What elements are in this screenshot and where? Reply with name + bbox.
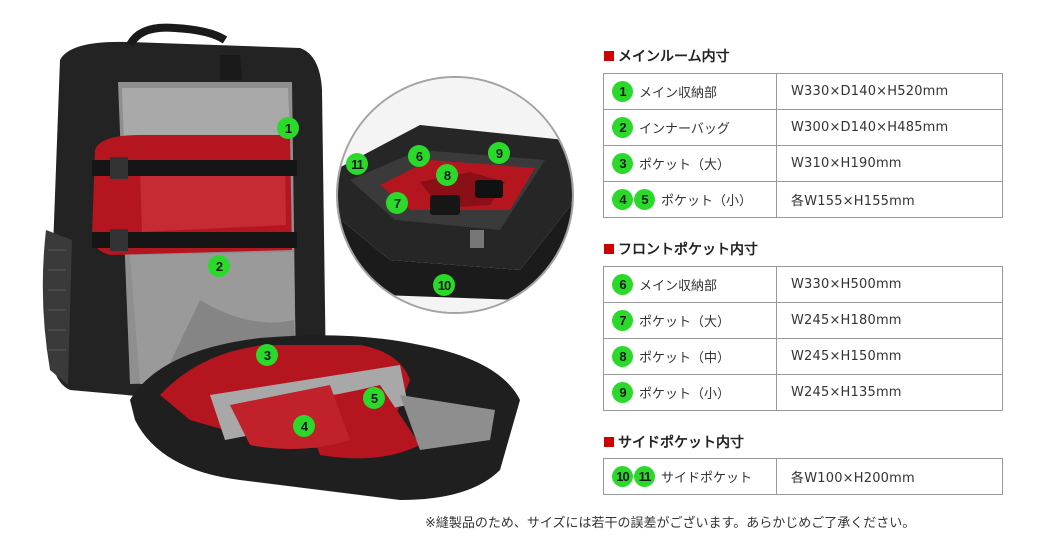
photo-marker-1: 1 — [277, 117, 299, 139]
row-label: ポケット（大） — [639, 315, 731, 330]
red-square-icon — [604, 437, 614, 447]
marker-badge: 8 — [612, 346, 633, 367]
section-title-main-room: メインルーム内寸 — [604, 46, 730, 66]
spec-table-main-room: 1 メイン収納部 W330×D140×H520mm 2 インナーバッグ W300… — [603, 73, 1003, 218]
photo-marker-3: 3 — [256, 344, 278, 366]
spec-table-front-pocket: 6 メイン収納部 W330×H500mm 7 ポケット（大） W245×H180… — [603, 266, 1003, 411]
row-value: W300×D140×H485mm — [776, 109, 1003, 146]
row-label: ポケット（小） — [661, 194, 753, 209]
photo-marker-7: 7 — [386, 192, 408, 214]
row-label: メイン収納部 — [639, 86, 718, 101]
row-value: W310×H190mm — [776, 145, 1003, 182]
table-row: 3 ポケット（大） W310×H190mm — [603, 145, 1003, 182]
table-row: 9 ポケット（小） W245×H135mm — [603, 374, 1003, 411]
table-row: 8 ポケット（中） W245×H150mm — [603, 338, 1003, 375]
marker-badge: 7 — [612, 310, 633, 331]
row-label: サイドポケット — [661, 471, 753, 486]
photo-marker-5: 5 — [363, 387, 385, 409]
marker-badge: 4 — [612, 189, 633, 210]
row-value: W245×H135mm — [776, 374, 1003, 411]
section-title-text: サイドポケット内寸 — [618, 435, 744, 451]
table-row: 7 ポケット（大） W245×H180mm — [603, 302, 1003, 339]
row-label: ポケット（小） — [639, 387, 731, 402]
marker-badge: 11 — [634, 466, 655, 487]
row-value: W245×H180mm — [776, 302, 1003, 339]
photo-marker-6: 6 — [408, 145, 430, 167]
section-title-front-pocket: フロントポケット内寸 — [604, 239, 758, 259]
section-title-side-pocket: サイドポケット内寸 — [604, 432, 744, 452]
marker-badge: 2 — [612, 117, 633, 138]
marker-badge: 10 — [612, 466, 633, 487]
photo-marker-4: 4 — [293, 415, 315, 437]
table-row: 2 インナーバッグ W300×D140×H485mm — [603, 109, 1003, 146]
marker-badge: 3 — [612, 153, 633, 174]
row-value: 各W155×H155mm — [776, 181, 1003, 218]
row-value: W330×D140×H520mm — [776, 73, 1003, 110]
table-row: 6 メイン収納部 W330×H500mm — [603, 266, 1003, 303]
table-row: 1 メイン収納部 W330×D140×H520mm — [603, 73, 1003, 110]
table-row: 10 11 サイドポケット 各W100×H200mm — [603, 458, 1003, 495]
red-square-icon — [604, 244, 614, 254]
spec-table-side-pocket: 10 11 サイドポケット 各W100×H200mm — [603, 458, 1003, 495]
marker-badge: 9 — [612, 382, 633, 403]
marker-badge: 1 — [612, 81, 633, 102]
marker-badge: 6 — [612, 274, 633, 295]
section-title-text: フロントポケット内寸 — [618, 242, 758, 258]
product-photo: 1 2 3 4 5 6 7 8 9 10 11 — [42, 23, 574, 500]
table-row: 4 5 ポケット（小） 各W155×H155mm — [603, 181, 1003, 218]
red-square-icon — [604, 51, 614, 61]
backpack-illustration — [42, 23, 574, 500]
marker-badge: 5 — [634, 189, 655, 210]
photo-marker-9: 9 — [488, 142, 510, 164]
row-label: ポケット（中） — [639, 351, 731, 366]
photo-marker-2: 2 — [208, 255, 230, 277]
photo-marker-11: 11 — [346, 153, 368, 175]
footnote: ※縫製品のため、サイズには若干の誤差がございます。あらかじめご了承ください。 — [425, 516, 916, 531]
row-value: W330×H500mm — [776, 266, 1003, 303]
row-label: メイン収納部 — [639, 279, 718, 294]
row-value: W245×H150mm — [776, 338, 1003, 375]
photo-marker-10: 10 — [433, 274, 455, 296]
row-value: 各W100×H200mm — [776, 458, 1003, 495]
row-label: ポケット（大） — [639, 158, 731, 173]
photo-marker-8: 8 — [436, 164, 458, 186]
row-label: インナーバッグ — [639, 122, 730, 137]
section-title-text: メインルーム内寸 — [618, 49, 730, 65]
